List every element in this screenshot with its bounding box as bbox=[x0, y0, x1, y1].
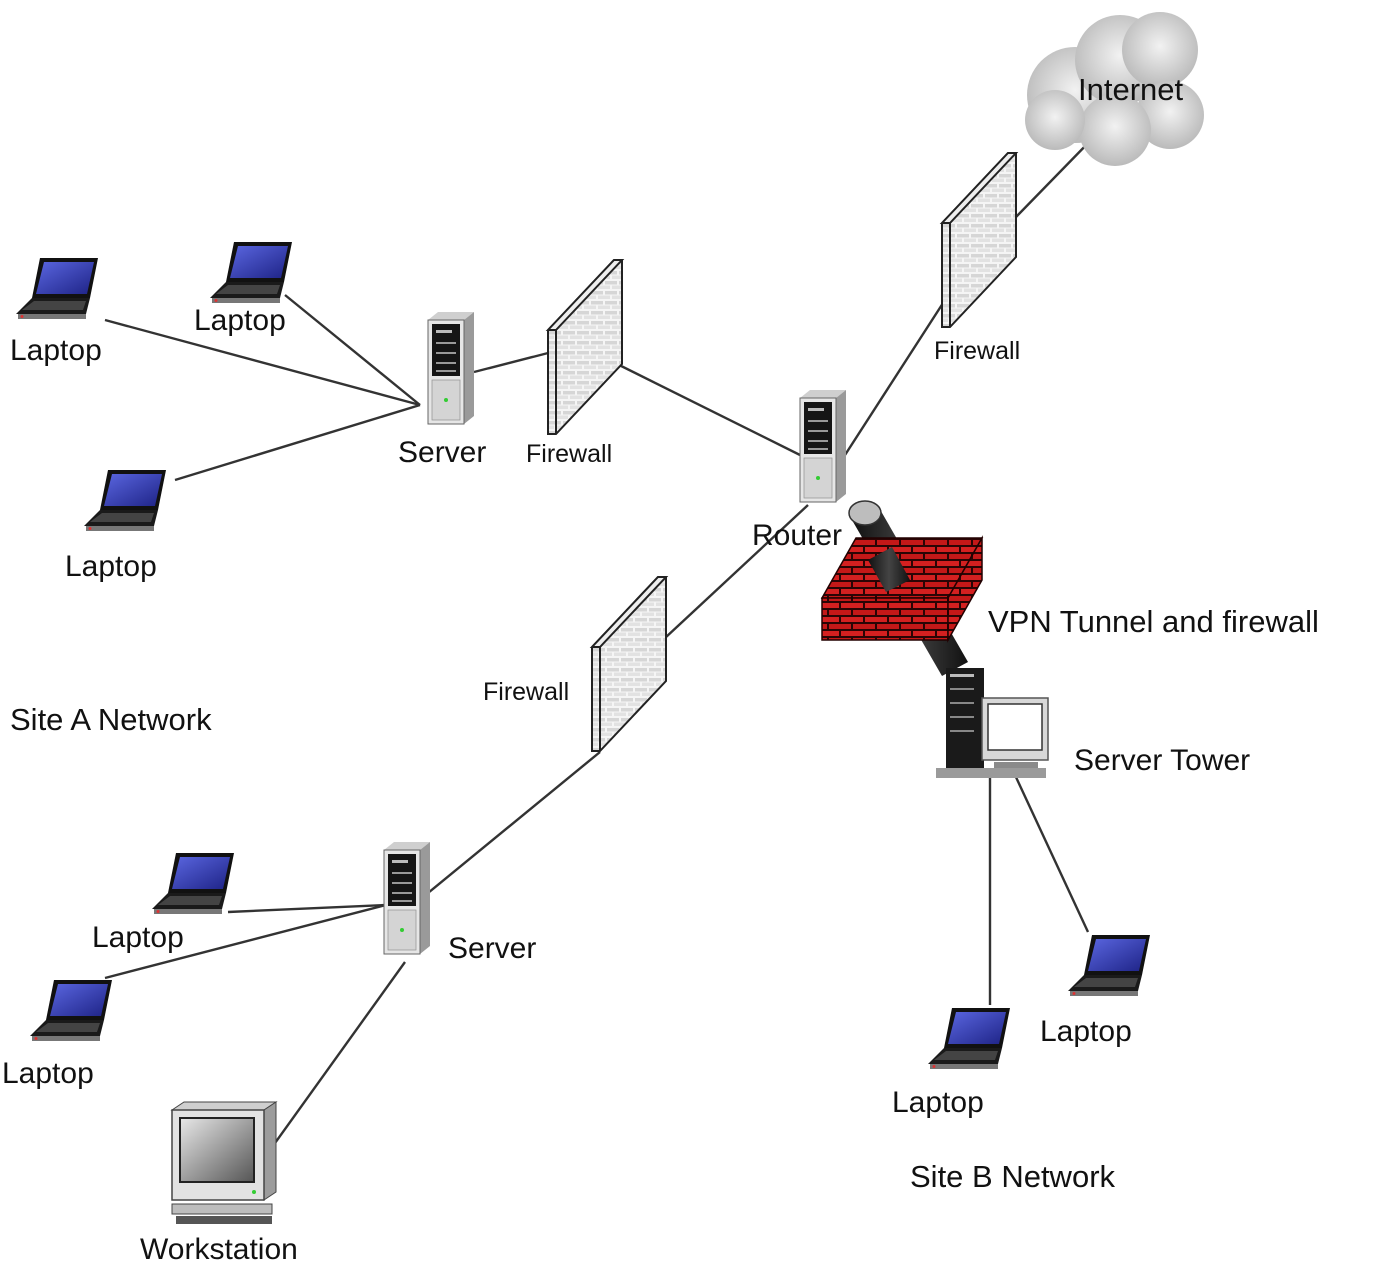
link-router-firewall-top bbox=[843, 299, 947, 456]
laptop-icon bbox=[84, 470, 166, 531]
link-tower-laptop-b2 bbox=[1013, 774, 1090, 933]
link-router-firewall-low bbox=[664, 504, 809, 639]
site-a-label: Site A Network bbox=[10, 702, 212, 737]
link-laptop-a1-server bbox=[104, 318, 421, 407]
site-b-label: Site B Network bbox=[910, 1159, 1116, 1194]
vpn-label: VPN Tunnel and firewall bbox=[988, 604, 1319, 639]
laptop-icon bbox=[928, 1008, 1010, 1069]
laptop-a2-label: Laptop bbox=[194, 304, 286, 337]
laptop-icon bbox=[16, 258, 98, 319]
brick-firewall-icon bbox=[820, 535, 984, 643]
link-server-laptop-a4 bbox=[227, 903, 387, 914]
server-tower-icon bbox=[936, 668, 1049, 778]
firewall-icon bbox=[941, 152, 1017, 328]
server-a-top-label: Server bbox=[398, 436, 486, 469]
server-tower-label: Server Tower bbox=[1074, 744, 1250, 777]
laptop-a5-label: Laptop bbox=[2, 1057, 94, 1090]
firewall-top-label: Firewall bbox=[934, 337, 1020, 365]
laptop-b1-label: Laptop bbox=[892, 1086, 984, 1119]
server-a-bottom-label: Server bbox=[448, 932, 536, 965]
laptop-a1-label: Laptop bbox=[10, 334, 102, 367]
link-firewall-internet bbox=[1014, 137, 1094, 219]
connections bbox=[104, 137, 1094, 1151]
link-server-laptop-a5 bbox=[104, 903, 387, 980]
link-server-workstation bbox=[269, 961, 406, 1151]
link-firewall-server-b bbox=[427, 751, 601, 894]
internet-label: Internet bbox=[1078, 72, 1184, 107]
link-laptop-a2-server bbox=[284, 294, 421, 406]
laptop-b2-label: Laptop bbox=[1040, 1015, 1132, 1048]
laptop-a4-label: Laptop bbox=[92, 921, 184, 954]
workstation-icon bbox=[170, 1101, 278, 1224]
firewall-low-label: Firewall bbox=[483, 678, 569, 706]
laptop-icon bbox=[30, 980, 112, 1041]
link-laptop-a3-server bbox=[174, 403, 421, 482]
firewall-icon bbox=[547, 259, 623, 435]
workstation-label: Workstation bbox=[140, 1233, 298, 1266]
laptop-icon bbox=[1068, 935, 1150, 996]
firewall-mid-label: Firewall bbox=[526, 440, 612, 468]
link-firewall-router bbox=[592, 350, 801, 457]
router-icon bbox=[799, 389, 847, 503]
router-label: Router bbox=[752, 519, 842, 552]
laptop-icon bbox=[210, 242, 292, 303]
cloud-icon bbox=[1025, 12, 1204, 166]
laptop-icon bbox=[152, 853, 234, 914]
server-icon bbox=[427, 311, 475, 425]
laptop-a3-label: Laptop bbox=[65, 550, 157, 583]
server-icon bbox=[383, 841, 431, 955]
firewall-icon bbox=[591, 576, 667, 752]
link-server-firewall bbox=[473, 350, 553, 374]
